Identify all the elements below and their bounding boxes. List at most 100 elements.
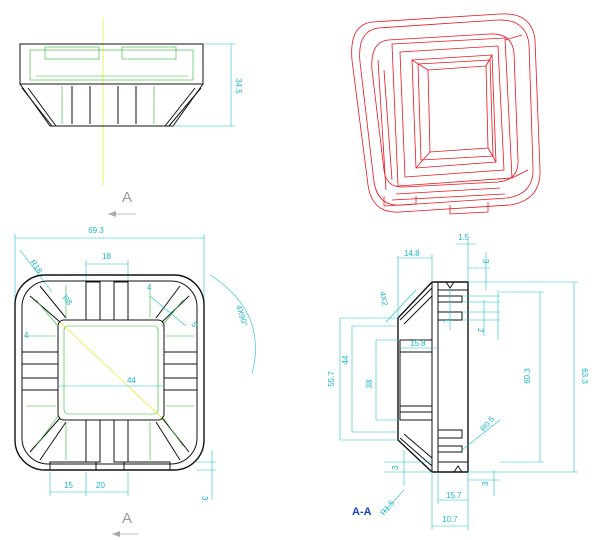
section-step-4	[437, 445, 463, 453]
top-angle-arc	[209, 274, 256, 375]
top-rib-bot-l	[85, 419, 101, 463]
front-view: 34.5	[19, 18, 243, 185]
section-step-3	[437, 429, 463, 439]
top-dim-4a: 4	[147, 283, 152, 292]
top-dim-5-leader	[149, 295, 187, 327]
section-window	[399, 339, 433, 421]
top-tab-right	[123, 461, 171, 471]
front-slot-right	[121, 46, 177, 60]
top-view: 69.3 R18 18	[14, 226, 256, 501]
front-taper-hatch-right2	[164, 87, 196, 127]
front-taper-hatch-left	[21, 87, 53, 127]
front-slot-left	[44, 46, 100, 60]
top-inner-window-2	[63, 325, 159, 415]
section-letter-top: A	[122, 189, 132, 206]
top-rib-bot-r	[113, 419, 129, 463]
top-chamfer-small: R8	[60, 294, 74, 308]
iso-window-outer	[411, 54, 497, 169]
top-diag-tl	[29, 295, 61, 323]
section-title: A-A	[352, 506, 372, 518]
iso-outer-2	[359, 19, 534, 206]
iso-left-edge	[383, 69, 393, 181]
section-notch-bottom	[453, 465, 463, 473]
sec-dim-2-label: 2	[476, 328, 485, 333]
top-outer-2	[21, 280, 198, 465]
top-angle-label: 4X90°	[234, 304, 249, 328]
sec-dim-14-8-label: 14.8	[404, 249, 420, 258]
top-rib-left-b	[21, 377, 59, 391]
front-taper-hatch-left2	[27, 87, 57, 127]
section-view: 14.8 1.5 3 4X2 1 2 15.8 55.7 44 38	[327, 233, 589, 530]
top-rib-right-t	[163, 351, 198, 365]
iso-rim	[371, 33, 519, 188]
section-taper-4	[403, 433, 433, 459]
section-letter-bottom: A	[122, 510, 132, 527]
top-overall-width: 69.3	[88, 226, 104, 235]
section-mark-top: A	[108, 189, 136, 217]
sec-dim-44-label: 44	[341, 355, 350, 364]
sec-dim-3-bl-label: 3	[391, 465, 400, 470]
section-bottom-lip	[437, 461, 469, 473]
top-rib-top-r	[113, 281, 129, 321]
top-hatch-2	[161, 299, 184, 327]
sec-dim-38-label: 38	[365, 379, 374, 388]
top-bottom-3: 3	[200, 496, 209, 501]
top-slot-width: 18	[102, 252, 111, 261]
top-bottom-15: 15	[64, 481, 73, 490]
iso-corner-2	[485, 54, 493, 67]
top-diag-br2	[155, 421, 181, 461]
sec-r15-leader	[383, 489, 405, 513]
top-outer	[14, 274, 205, 471]
iso-top-step	[504, 34, 523, 41]
top-inner-window	[57, 319, 165, 421]
iso-bottom-line	[395, 187, 501, 195]
section-arrow-top-head	[108, 211, 116, 217]
top-hatch-4	[161, 415, 184, 447]
top-dim-5: 5	[189, 321, 199, 330]
sec-dim-55-7-label: 55.7	[327, 371, 336, 387]
isometric-view	[351, 13, 541, 215]
top-tab-left	[49, 461, 97, 471]
top-rib-left-t	[21, 351, 59, 365]
top-diag-bl2	[39, 421, 67, 461]
top-rib-top-l	[85, 281, 101, 321]
sec-chamfer-leader	[385, 289, 417, 323]
iso-outer	[351, 13, 541, 213]
section-taper-1	[399, 287, 433, 321]
iso-bottom-line-2	[391, 193, 506, 201]
top-hatch-1	[35, 299, 59, 327]
section-taper-3	[399, 437, 433, 467]
iso-window	[427, 65, 489, 153]
front-taper-hatch-right	[168, 87, 202, 127]
section-outline	[397, 281, 469, 473]
sec-dim-10-7-label: 10.7	[442, 515, 458, 524]
top-bottom-20: 20	[96, 481, 105, 490]
iso-corner-1	[411, 59, 429, 71]
section-mark-bottom: A	[112, 510, 138, 537]
top-diag-tr2	[155, 285, 181, 319]
sec-dim-15-7-label: 15.7	[446, 491, 462, 500]
sec-chamfer-label: 4X2	[378, 291, 389, 307]
top-corner-radius: R18	[28, 258, 44, 276]
sec-dim-1-label: 1	[442, 318, 451, 323]
section-taper-2	[403, 295, 433, 325]
sec-dim-15-8-label: 15.8	[410, 339, 426, 348]
front-hidden-frame	[29, 49, 194, 81]
section-arrow-bottom-head	[112, 531, 120, 537]
iso-tab-right	[449, 202, 489, 215]
sec-dim-3-br-label: 3	[481, 481, 490, 486]
top-rib-right-b	[163, 377, 198, 391]
front-height-label: 34.5	[234, 78, 243, 94]
top-r18-leader	[19, 249, 53, 293]
iso-corner-3	[487, 147, 497, 163]
iso-inner-frame-2	[399, 45, 505, 178]
sec-r05-leader	[461, 419, 501, 451]
sec-dim-3-top-label: 3	[481, 259, 490, 264]
iso-right-step	[511, 169, 529, 179]
section-notch-top	[445, 281, 455, 289]
top-hatch-3	[35, 415, 59, 447]
sec-dim-1-5-label: 1.5	[458, 233, 470, 242]
top-diag-bl	[29, 417, 61, 453]
top-dim-4b: 4	[24, 331, 29, 340]
